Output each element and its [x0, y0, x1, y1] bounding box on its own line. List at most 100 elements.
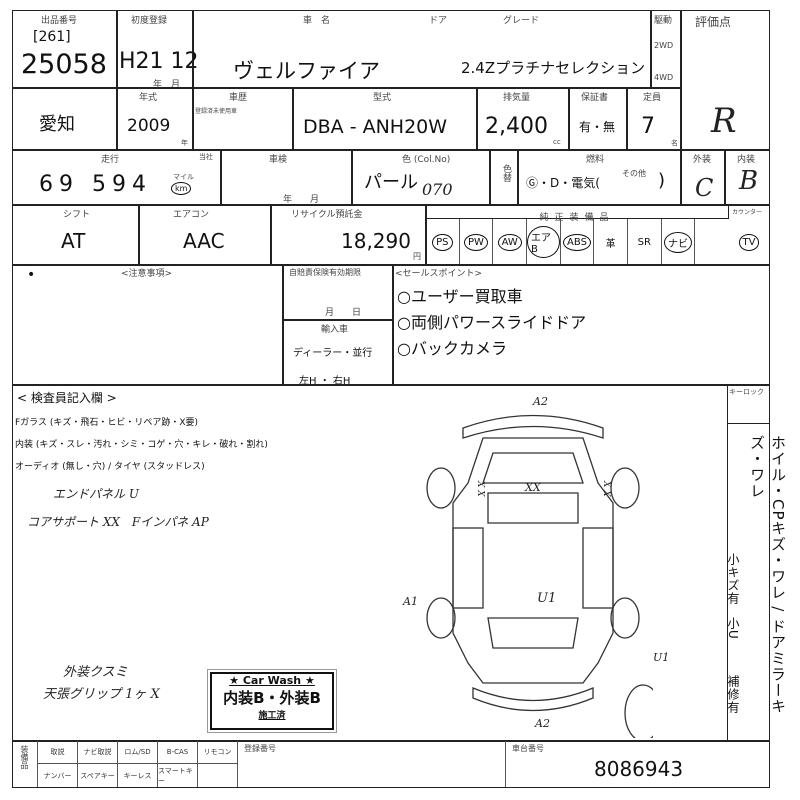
accessory-item: B-CAS [158, 741, 198, 764]
import-value: ディーラー・並行 [293, 348, 373, 359]
wheel-mirror-text: ホイル・CPキズ・ワレ / ドアミラーキズ・ワレ [748, 435, 787, 715]
sales-points-cell: <セールスポイント> ○ユーザー買取車 ○両側パワースライドドア ○バックカメラ [392, 264, 770, 386]
carwash-title: ★ Car Wash ★ [229, 674, 315, 687]
handwritten-note: 外装クスミ [63, 665, 128, 680]
first-reg: H21 12 [119, 49, 199, 74]
equipment-label: PW [464, 233, 488, 251]
keylock-label: キーロック [729, 388, 764, 396]
equipment-label: TV [738, 233, 760, 251]
equipment-header: 純正装備品 [426, 205, 729, 223]
car-diagram [426, 414, 653, 738]
equipment-item: TV [729, 219, 769, 265]
grade-label: グレード [503, 16, 540, 26]
model-cell: 型式 DBA - ANH20W [292, 87, 478, 151]
handle-side: 左H ・ 右H [299, 376, 351, 387]
capacity: 7 [641, 114, 655, 139]
left-door-shape [452, 527, 484, 609]
color-change-label: 色替 [501, 164, 511, 182]
equipment-label: ナビ [663, 231, 692, 253]
recycle-fee: 18,290 [341, 229, 411, 253]
roof-shape [487, 492, 579, 524]
right-sub: 補修有 [726, 675, 740, 714]
equipment-label: ABS [563, 233, 591, 251]
front-bumper-shape [462, 414, 604, 439]
fuel-cell: 燃料 Ⓖ・D・電気( その他 ) [517, 149, 682, 206]
accessory-item: 取説 [38, 741, 78, 764]
capacity-label: 定員 [643, 93, 662, 103]
ac-label: エアコン [173, 210, 210, 220]
equipment-item: PS [426, 219, 460, 265]
mileage: 69 594 [39, 172, 152, 197]
interior-grade: B [739, 166, 759, 196]
equipment-item: ナビ [662, 219, 696, 265]
diagram-mark: U1 [653, 651, 670, 664]
caution-label: <注意事項> [121, 269, 173, 279]
first-reg-cell: 初度登録 H21 12 年 月 [116, 10, 199, 90]
exterior-grade: C [695, 174, 714, 202]
color-label: 色 (Col.No) [402, 155, 451, 165]
capacity-cell: 定員 7 名 [626, 87, 682, 151]
inspector-label: < 検査員記入欄 > [17, 391, 117, 405]
spare-tire-shape [624, 684, 653, 738]
first-reg-units: 年 月 [153, 80, 181, 90]
equipment-item: 革 [594, 219, 628, 265]
color-cell: 色 (Col.No) パール 070 [351, 149, 491, 206]
fuel-close-paren: ) [658, 170, 666, 191]
diagram-mark: X X [601, 481, 611, 497]
wheel-rl-shape [426, 597, 456, 639]
equipment-label: 革 [605, 238, 616, 250]
handwritten-note: エンドパネル U [53, 487, 139, 501]
fuel: Ⓖ・D・電気( [526, 176, 600, 190]
car-body-shape [452, 437, 614, 684]
mileage-label: 走行 [101, 155, 120, 165]
caution-cell: <注意事項> • [12, 264, 284, 386]
score-cell: 評価点 R [680, 10, 770, 151]
carwash-body: 内装B・外装B [223, 689, 321, 707]
mileage-unit-label: 当社 [199, 153, 213, 161]
inspection-cell: 車検 年 月 [220, 149, 353, 206]
wheel-fl-shape [426, 467, 456, 509]
warranty-label: 保証書 [581, 93, 609, 103]
import-label: 輸入車 [321, 325, 349, 335]
color-no: 070 [422, 180, 453, 199]
ins-units: 月 日 [325, 308, 362, 318]
rear-bumper-shape [472, 687, 594, 712]
warranty: 有・無 [579, 120, 616, 134]
reg-no-label: 登録番号 [244, 744, 276, 753]
warranty-cell: 保証書 有・無 [568, 87, 628, 151]
equipment-label: AW [497, 233, 522, 251]
drive-label: 駆動 [654, 16, 673, 26]
equipment-label: PS [432, 233, 453, 251]
lot-label: 出品番号 [41, 16, 78, 26]
counter-label: カウンター [732, 209, 763, 216]
insurance-cell: 自賠責保険有効期限 月 日 [282, 264, 394, 321]
displacement-label: 排気量 [503, 93, 531, 103]
car-name: ヴェルファイア [233, 59, 380, 83]
handwritten-note: コアサポート XX Fインパネ AP [27, 515, 209, 529]
ac-cell: エアコン AAC [138, 204, 272, 266]
wheel-rr-shape [610, 597, 640, 639]
equipment-item: PW [460, 219, 494, 265]
score: R [711, 101, 737, 141]
inspection-label: 車検 [269, 155, 288, 165]
diagram-mark: U1 [537, 591, 557, 606]
name-grade-cell: 車 名 ドア グレード ヴェルファイア 2.4Zプラチナセレクション [192, 10, 652, 89]
accessory-item: スマートキー [158, 764, 198, 787]
accessories-label: 装備品 [20, 745, 29, 769]
recycle-label: リサイクル預託金 [291, 210, 363, 220]
right-sub: 小キズ有 [726, 553, 740, 605]
equipment-label: SR [637, 236, 651, 248]
door-label: ドア [429, 16, 448, 26]
right-column-divider [727, 423, 728, 741]
wheel-fr-shape [610, 467, 640, 509]
score-label: 評価点 [695, 15, 732, 29]
diagram-mark: X X [475, 481, 485, 497]
equipment-label: エアB [527, 226, 560, 258]
inspection-units: 年 月 [283, 195, 320, 205]
carwash-badge: ★ Car Wash ★ 内装B・外装B 施工済 [207, 669, 337, 733]
displacement-cell: 排気量 2,400 cc [476, 87, 570, 151]
